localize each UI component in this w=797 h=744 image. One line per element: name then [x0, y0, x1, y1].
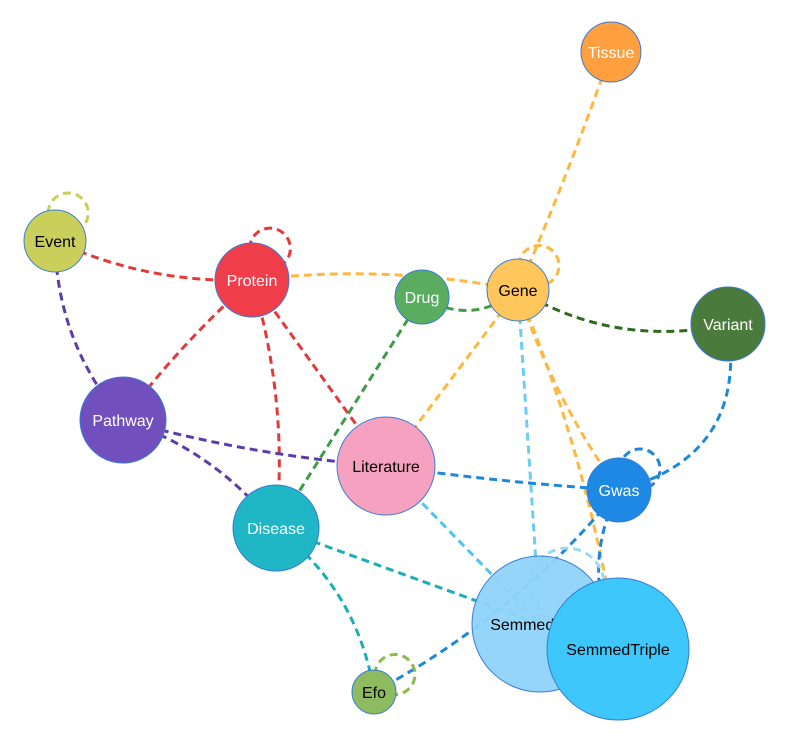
edge-gene-gwas	[516, 289, 621, 491]
node-tissue[interactable]: Tissue	[580, 21, 642, 83]
node-label-pathway: Pathway	[92, 413, 153, 430]
node-circle-semmedtriple[interactable]	[546, 577, 690, 721]
node-circle-protein[interactable]	[214, 242, 290, 318]
edge-protein-gene	[251, 272, 519, 292]
node-label-gene: Gene	[498, 283, 537, 300]
node-circle-pathway[interactable]	[79, 376, 167, 464]
node-drug[interactable]: Drug	[394, 269, 450, 325]
edge-gene-semmedtriple	[516, 289, 620, 650]
node-label-variant: Variant	[703, 317, 753, 334]
node-label-gwas: Gwas	[599, 483, 640, 500]
node-label-disease: Disease	[247, 521, 305, 538]
node-protein[interactable]: Protein	[214, 242, 290, 318]
node-disease[interactable]: Disease	[232, 484, 320, 572]
node-label-literature: Literature	[352, 459, 420, 476]
node-gene[interactable]: Gene	[486, 258, 550, 322]
node-circle-literature[interactable]	[336, 416, 436, 516]
node-circle-variant[interactable]	[690, 286, 766, 362]
node-circle-gene[interactable]	[486, 258, 550, 322]
node-circle-tissue[interactable]	[580, 21, 642, 83]
node-gwas[interactable]: Gwas	[586, 457, 652, 523]
node-semmedtriple[interactable]: SemmedTriple	[546, 577, 690, 721]
node-literature[interactable]: Literature	[336, 416, 436, 516]
node-circle-efo[interactable]	[351, 669, 397, 715]
node-label-efo: Efo	[362, 685, 386, 702]
node-circle-drug[interactable]	[394, 269, 450, 325]
node-label-event: Event	[35, 234, 76, 251]
node-event[interactable]: Event	[23, 209, 87, 273]
edge-protein-pathway	[121, 278, 253, 421]
node-circle-event[interactable]	[23, 209, 87, 273]
node-variant[interactable]: Variant	[690, 286, 766, 362]
node-circle-gwas[interactable]	[586, 457, 652, 523]
node-pathway[interactable]: Pathway	[79, 376, 167, 464]
node-label-protein: Protein	[227, 273, 278, 290]
edge-pathway-literature	[122, 418, 387, 468]
node-label-semmedtriple: SemmedTriple	[566, 642, 670, 659]
node-label-tissue: Tissue	[588, 45, 635, 62]
edge-gene-tissue	[516, 51, 613, 291]
edge-disease-efo	[275, 526, 376, 693]
edge-pathway-disease	[122, 418, 278, 529]
node-efo[interactable]: Efo	[351, 669, 397, 715]
node-label-drug: Drug	[405, 290, 440, 307]
node-circle-disease[interactable]	[232, 484, 320, 572]
